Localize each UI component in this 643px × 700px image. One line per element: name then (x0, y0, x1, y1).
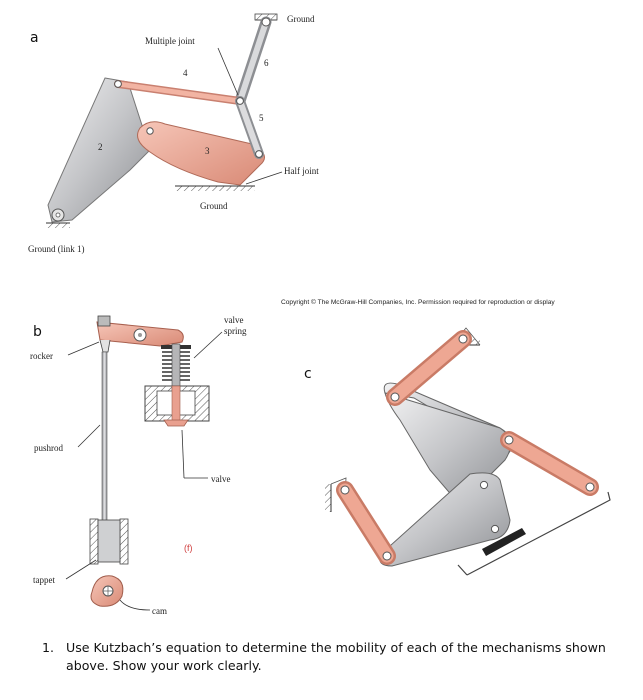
question-text: Use Kutzbach’s equation to determine the… (66, 640, 606, 673)
lower-gray-plate (379, 472, 511, 567)
panel-a: a Ground Ground (28, 13, 319, 254)
rocker-label: rocker (30, 351, 53, 361)
valve-label: valve (211, 474, 231, 484)
tappet (97, 519, 121, 563)
link-3 (137, 121, 265, 186)
link-2 (47, 77, 151, 223)
rocker-ball (99, 339, 111, 353)
valve-spring-label-2: spring (224, 326, 247, 336)
cylinder-head (144, 385, 210, 423)
tappet-label: tappet (33, 575, 55, 585)
link-4-label: 4 (183, 68, 188, 78)
coupler-outline (466, 491, 611, 576)
ground-bottom-label: Ground (200, 201, 228, 211)
half-joint-label: Half joint (284, 166, 319, 176)
pin-3-5 (255, 150, 263, 158)
panel-c-label: c (304, 366, 312, 382)
panel-a-label: a (30, 30, 39, 46)
pin-multiple-joint (236, 97, 244, 105)
f-label: (f) (184, 543, 193, 553)
tappet-guide (89, 518, 129, 565)
ground-bottom-surface (175, 185, 255, 191)
pin-2-3 (146, 127, 154, 135)
valve-head (163, 419, 189, 427)
valve-spring (161, 343, 191, 407)
link-3-label: 3 (205, 146, 210, 156)
link-2-label: 2 (98, 142, 103, 152)
question-number: 1. (42, 640, 55, 655)
panel-b: b (30, 315, 247, 616)
pin-2-4 (114, 80, 122, 88)
ground-link1-pivot (46, 208, 70, 228)
link-5-label: 5 (259, 113, 264, 123)
cam-label: cam (152, 606, 167, 616)
panel-c: c (304, 327, 611, 576)
pivot-top (261, 17, 271, 27)
rocker-adjuster (97, 315, 111, 327)
panel-b-label: b (33, 324, 42, 340)
valve-spring-label-1: valve (224, 315, 244, 325)
pushrod-label: pushrod (34, 443, 63, 453)
link-6-label: 6 (264, 58, 269, 68)
dark-slot (482, 528, 526, 556)
half-joint-leader (245, 171, 283, 185)
pushrod (101, 351, 108, 523)
multiple-joint-leader (217, 47, 239, 96)
ground-link1-label: Ground (link 1) (28, 244, 85, 254)
ground-top-label: Ground (287, 14, 315, 24)
cam (90, 575, 124, 607)
multiple-joint-label: Multiple joint (145, 36, 195, 46)
copyright-notice: Copyright © The McGraw-Hill Companies, I… (281, 298, 555, 306)
